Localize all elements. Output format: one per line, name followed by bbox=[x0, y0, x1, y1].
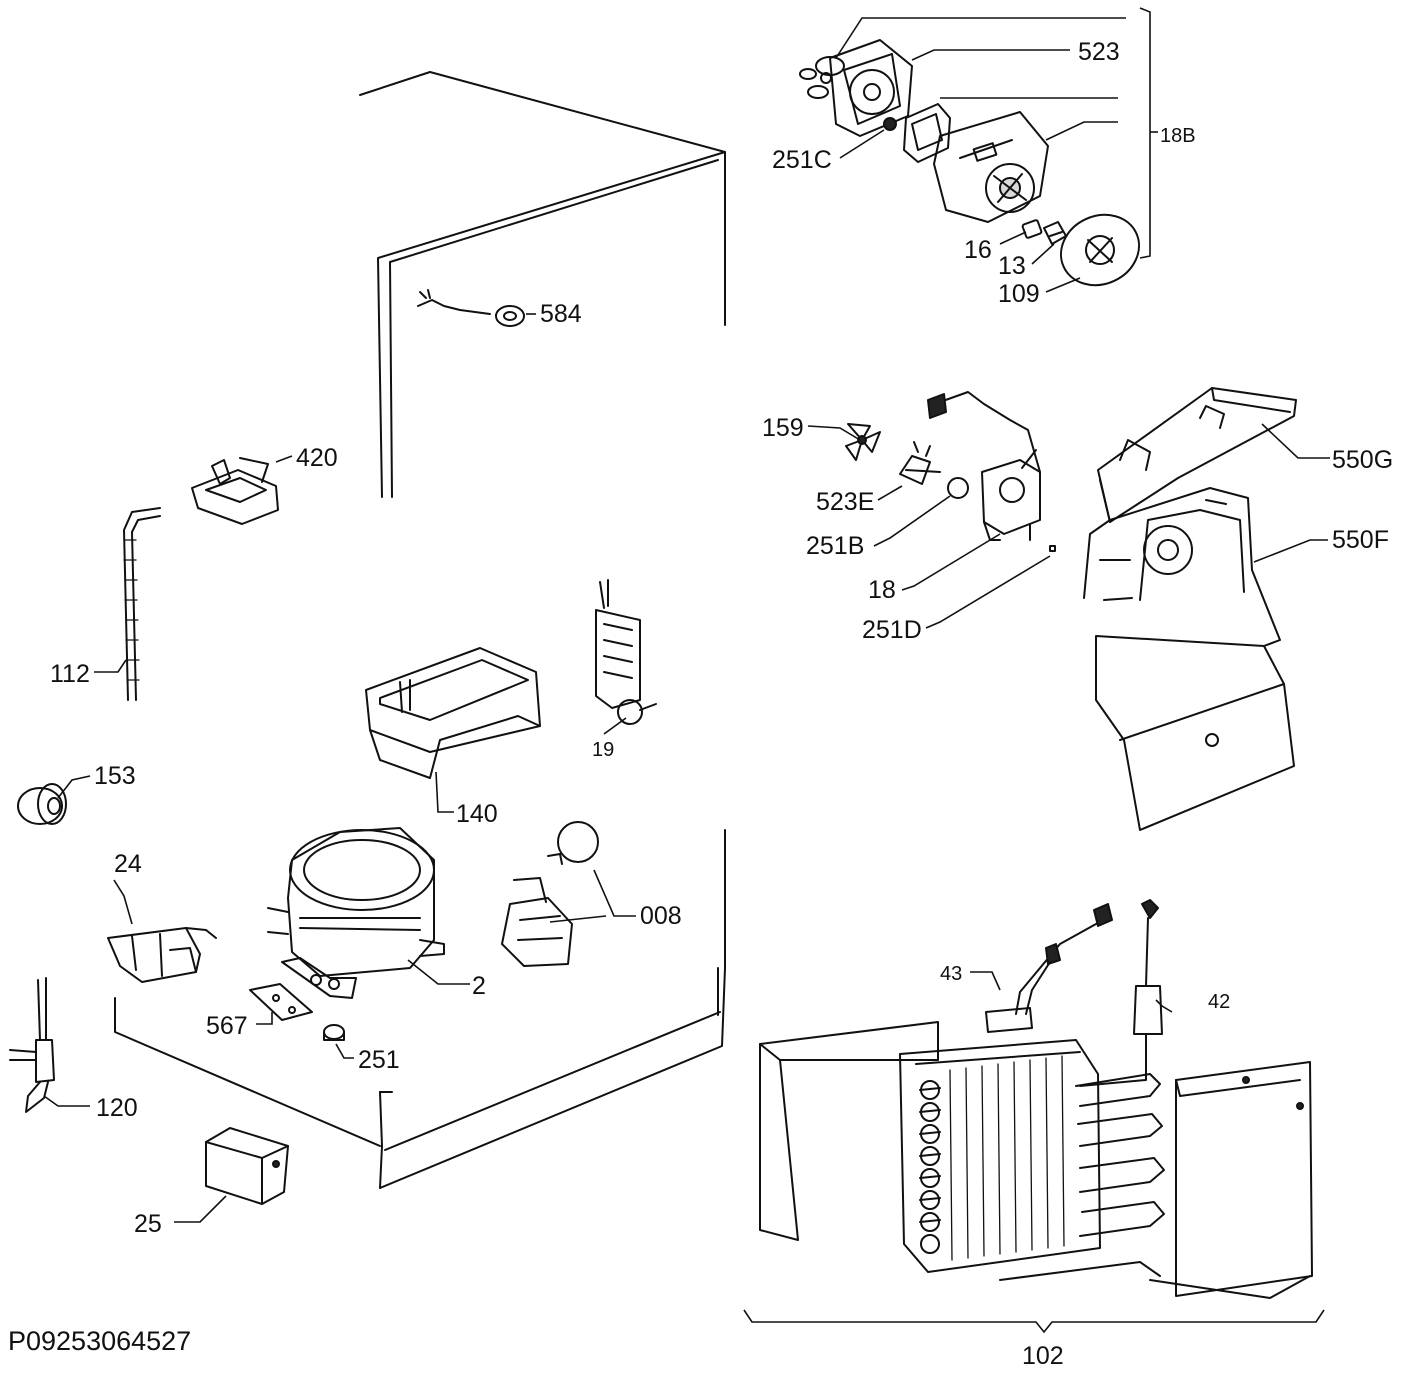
evaporator-left-plate bbox=[759, 1021, 939, 1241]
grommet-251b bbox=[947, 477, 969, 499]
label-567: 567 bbox=[206, 1012, 248, 1040]
fan-blade-159 bbox=[845, 423, 881, 461]
duct-panel-550f bbox=[1083, 487, 1295, 831]
wire-harness-43 bbox=[985, 903, 1113, 1033]
label-25: 25 bbox=[134, 1210, 162, 1238]
cover-109 bbox=[1060, 213, 1140, 287]
label-24: 24 bbox=[114, 850, 142, 878]
switch-16 bbox=[1021, 219, 1043, 239]
label-251b: 251B bbox=[806, 532, 864, 560]
evaporator-102 bbox=[759, 899, 1313, 1299]
fan-shroud-523 bbox=[829, 39, 913, 137]
label-112: 112 bbox=[50, 660, 90, 688]
compressor-2 bbox=[267, 827, 445, 999]
label-42: 42 bbox=[1208, 991, 1230, 1013]
evaporator-tubes bbox=[999, 1073, 1165, 1281]
label-550g: 550G bbox=[1332, 446, 1393, 474]
fan-motor-18 bbox=[927, 391, 1041, 541]
label-19: 19 bbox=[592, 739, 614, 761]
bracket-523e bbox=[899, 441, 941, 485]
relay-24 bbox=[107, 927, 217, 983]
label-523e: 523E bbox=[816, 488, 874, 516]
cover-box-25 bbox=[205, 1127, 289, 1205]
label-18: 18 bbox=[868, 576, 896, 604]
clip-251d bbox=[1049, 545, 1056, 552]
plate-567 bbox=[249, 983, 313, 1021]
fan-assembly-18b bbox=[799, 39, 1140, 287]
evaporator-right-plate bbox=[1149, 1061, 1313, 1299]
label-2: 2 bbox=[472, 972, 486, 1000]
label-420: 420 bbox=[296, 444, 338, 472]
label-102: 102 bbox=[1022, 1342, 1064, 1370]
sensor-42 bbox=[1079, 899, 1163, 1087]
label-109: 109 bbox=[998, 280, 1040, 308]
drain-hose-112 bbox=[123, 507, 161, 701]
label-140: 140 bbox=[456, 800, 498, 828]
thermostat-19 bbox=[595, 579, 657, 725]
label-251: 251 bbox=[358, 1046, 400, 1074]
label-16: 16 bbox=[964, 236, 992, 264]
fan-housing bbox=[933, 111, 1049, 223]
callout-labels: 523 18B 251C 16 13 109 584 420 159 523E … bbox=[50, 38, 1393, 1370]
label-18b: 18B bbox=[1160, 125, 1196, 147]
fan-blade-icon bbox=[799, 56, 845, 99]
nut-251 bbox=[323, 1024, 345, 1041]
label-584: 584 bbox=[540, 300, 582, 328]
evaporator-coil bbox=[899, 1039, 1101, 1273]
clip-13 bbox=[1043, 221, 1067, 245]
fan-motor-block bbox=[903, 103, 951, 163]
label-120: 120 bbox=[96, 1094, 138, 1122]
start-relay-008 bbox=[501, 821, 599, 967]
cabinet-body bbox=[114, 71, 726, 1189]
drain-funnel-420 bbox=[191, 457, 279, 525]
duct-cover-550g bbox=[1097, 387, 1297, 523]
wiring-120 bbox=[9, 977, 55, 1113]
diagram-code: P09253064527 bbox=[8, 1326, 191, 1356]
label-523: 523 bbox=[1078, 38, 1120, 66]
label-550f: 550F bbox=[1332, 526, 1389, 554]
label-153: 153 bbox=[94, 762, 136, 790]
label-251d: 251D bbox=[862, 616, 922, 644]
label-43: 43 bbox=[940, 963, 962, 985]
lamp-holder-153 bbox=[17, 783, 67, 825]
leader-lines bbox=[43, 7, 1330, 1334]
label-008: 008 bbox=[640, 902, 682, 930]
drip-tray-140 bbox=[365, 647, 541, 779]
label-251c: 251C bbox=[772, 146, 832, 174]
label-13: 13 bbox=[998, 252, 1026, 280]
label-159: 159 bbox=[762, 414, 804, 442]
door-switch-584 bbox=[417, 289, 525, 327]
nut-251c bbox=[883, 117, 897, 131]
